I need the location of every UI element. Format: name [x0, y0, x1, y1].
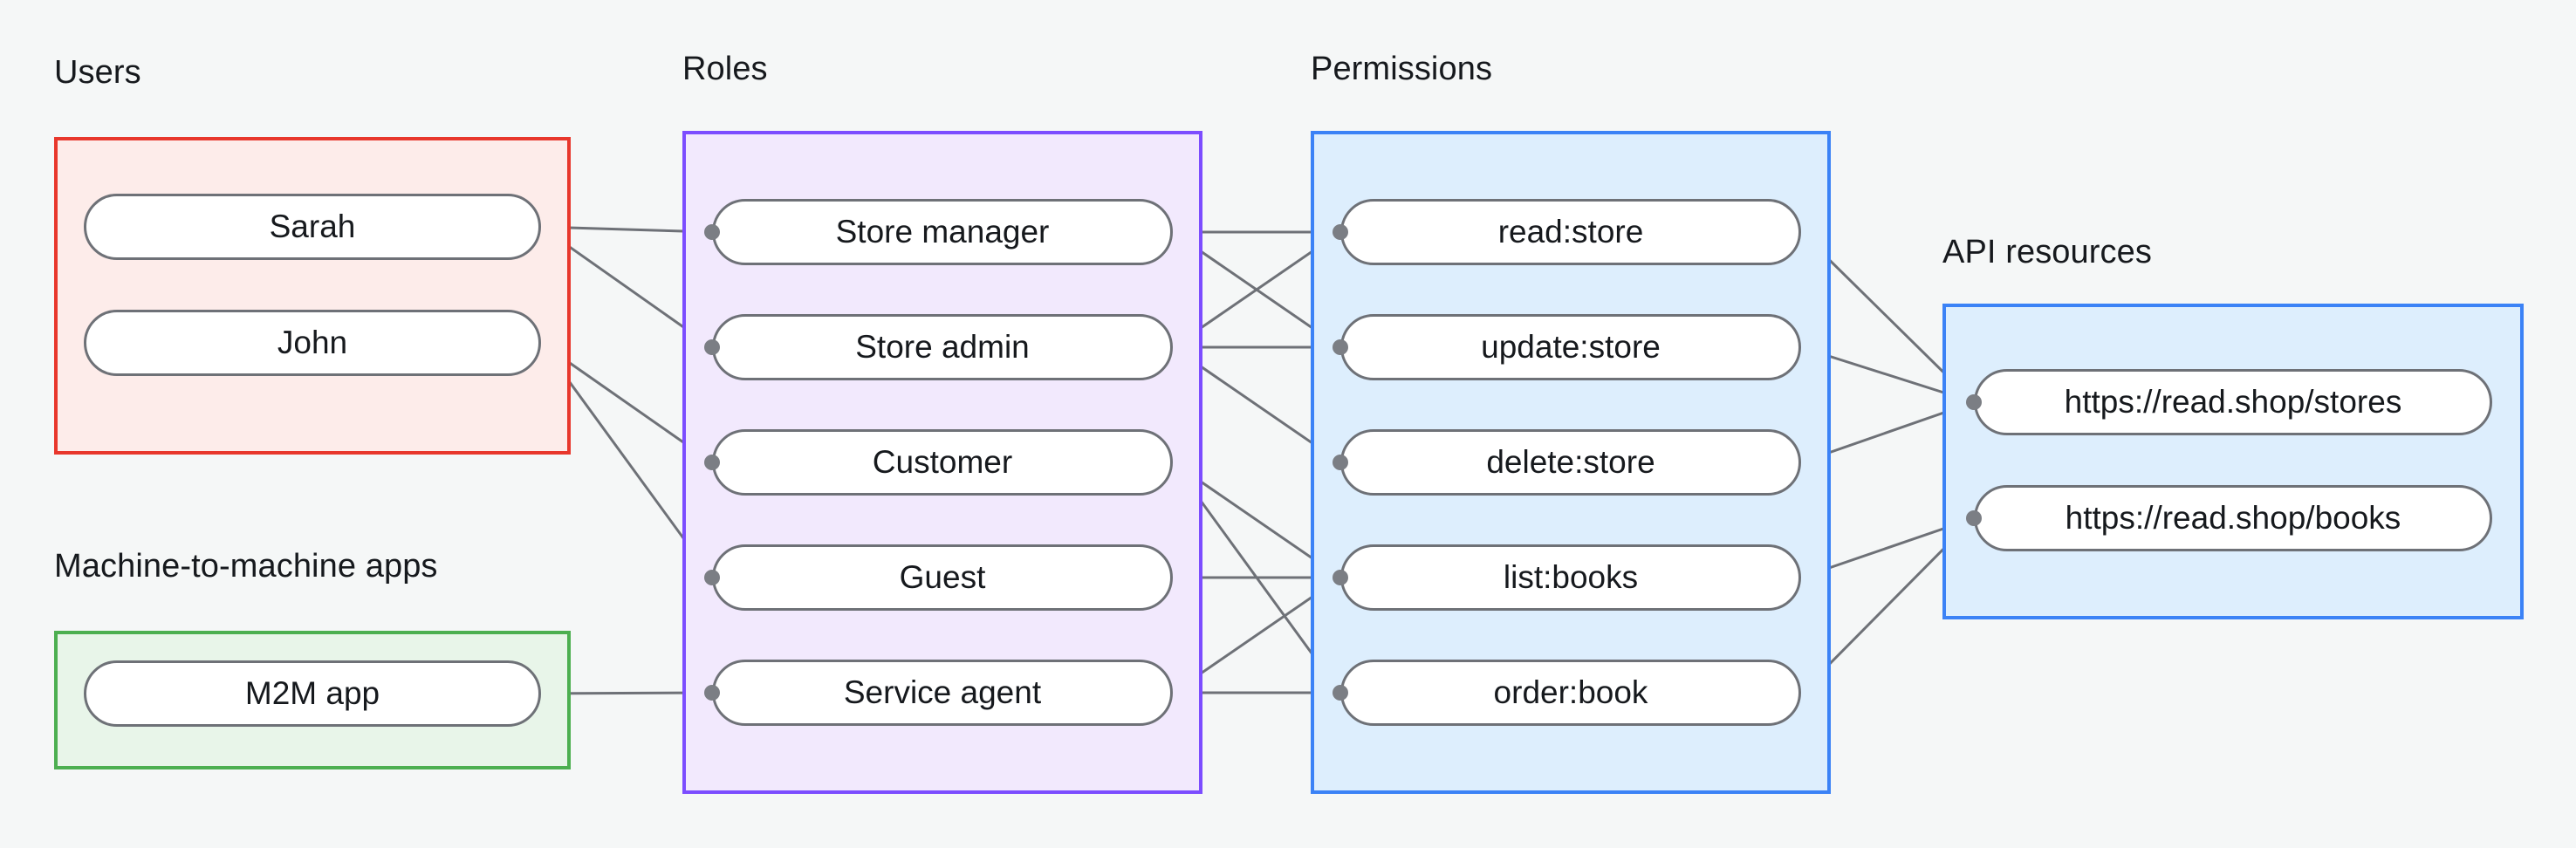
node-john[interactable]: John [84, 310, 541, 376]
node-store-admin[interactable]: Store admin [712, 314, 1173, 380]
group-title-api-resources: API resources [1942, 234, 2152, 270]
port-dot-customer [704, 455, 720, 470]
port-dot-res-books [1966, 510, 1982, 526]
node-service-agent[interactable]: Service agent [712, 660, 1173, 726]
node-res-stores[interactable]: https://read.shop/stores [1974, 369, 2492, 435]
node-delete-store[interactable]: delete:store [1340, 429, 1801, 496]
group-box-api-resources [1942, 304, 2524, 619]
node-store-manager[interactable]: Store manager [712, 199, 1173, 265]
node-update-store[interactable]: update:store [1340, 314, 1801, 380]
group-title-users: Users [54, 54, 141, 91]
node-sarah[interactable]: Sarah [84, 194, 541, 260]
port-dot-res-stores [1966, 394, 1982, 410]
port-dot-guest [704, 570, 720, 585]
port-dot-delete-store [1333, 455, 1348, 470]
node-list-books[interactable]: list:books [1340, 544, 1801, 611]
node-customer[interactable]: Customer [712, 429, 1173, 496]
node-m2m-app[interactable]: M2M app [84, 660, 541, 727]
node-guest[interactable]: Guest [712, 544, 1173, 611]
group-box-users [54, 137, 571, 455]
group-title-m2m: Machine-to-machine apps [54, 548, 438, 585]
port-dot-read-store [1333, 224, 1348, 240]
port-dot-update-store [1333, 339, 1348, 355]
port-dot-store-admin [704, 339, 720, 355]
node-res-books[interactable]: https://read.shop/books [1974, 485, 2492, 551]
node-read-store[interactable]: read:store [1340, 199, 1801, 265]
port-dot-service-agent [704, 685, 720, 701]
port-dot-order-book [1333, 685, 1348, 701]
node-order-book[interactable]: order:book [1340, 660, 1801, 726]
group-title-permissions: Permissions [1311, 51, 1493, 87]
port-dot-store-manager [704, 224, 720, 240]
port-dot-list-books [1333, 570, 1348, 585]
group-title-roles: Roles [682, 51, 768, 87]
